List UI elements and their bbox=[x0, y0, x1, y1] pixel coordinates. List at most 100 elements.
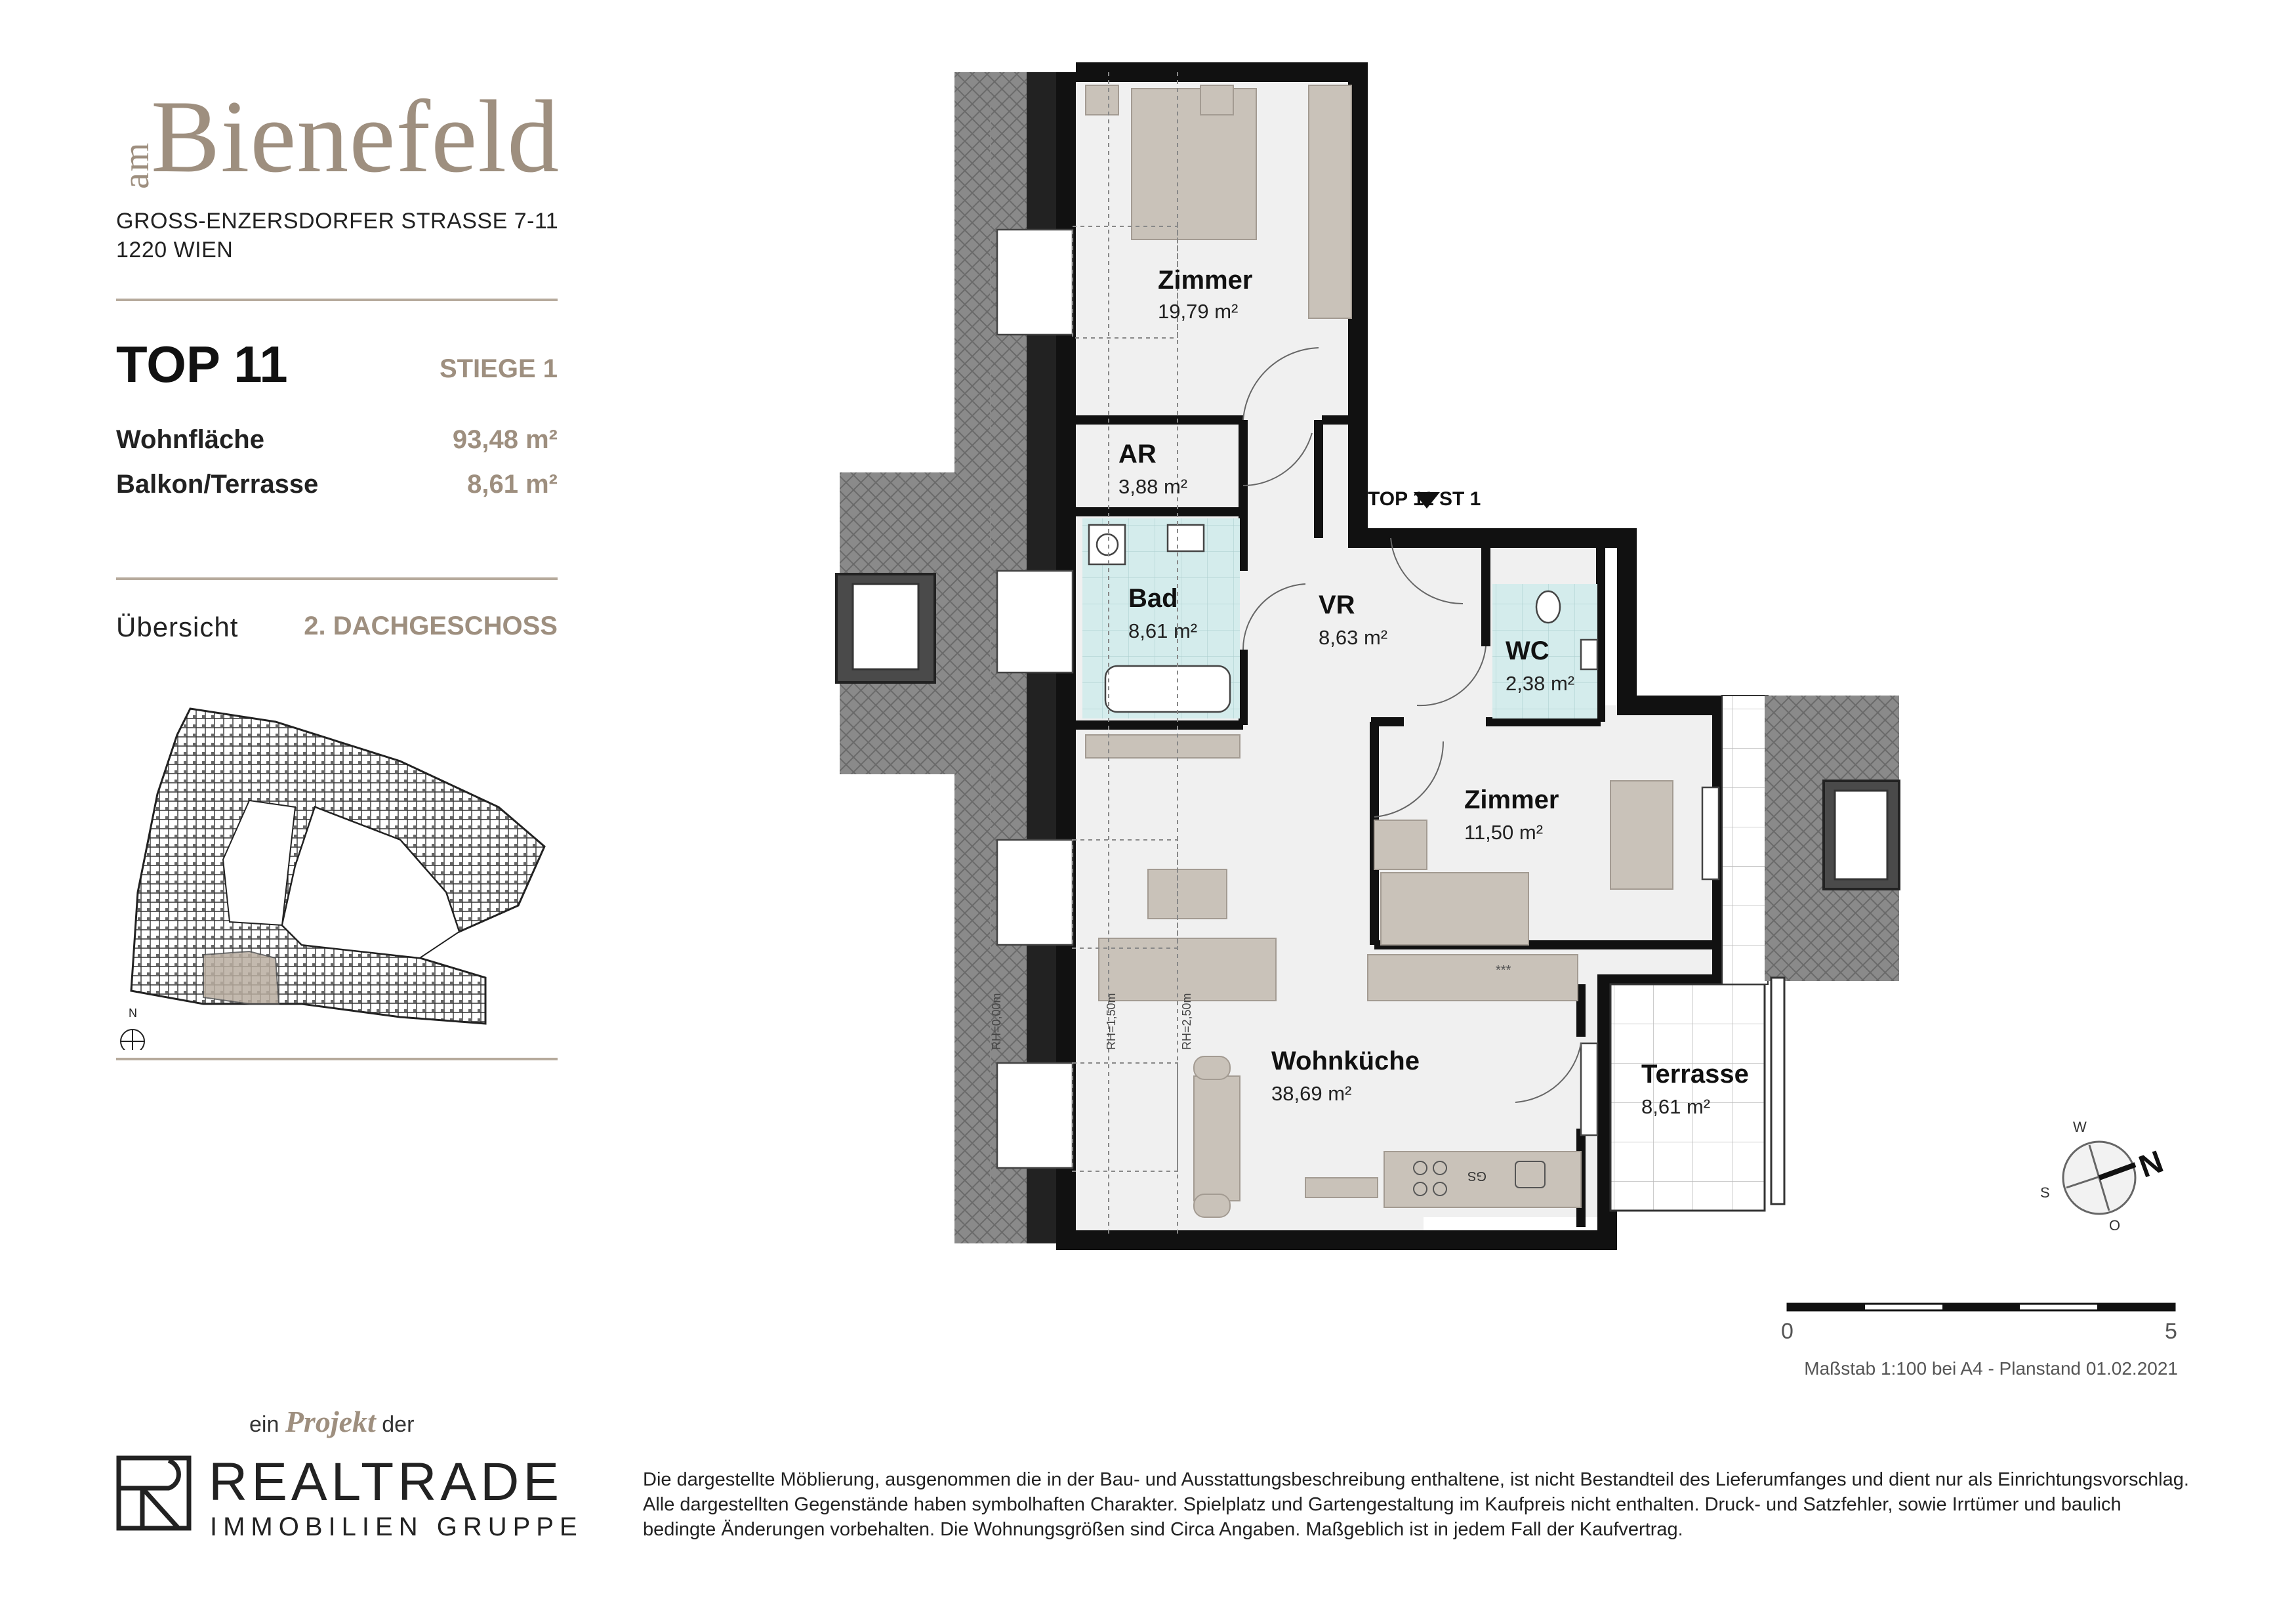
entrance-marker bbox=[1414, 492, 1440, 509]
bed-single bbox=[1380, 872, 1529, 946]
svg-text:AR: AR bbox=[1118, 440, 1157, 468]
svg-text:8,63 m²: 8,63 m² bbox=[1319, 626, 1387, 649]
room-height-label: RH=0,00m bbox=[990, 993, 1003, 1050]
sideboard bbox=[1085, 734, 1240, 759]
disclaimer-text: Die dargestellte Möblierung, ausgenommen… bbox=[643, 1469, 2189, 1540]
skylight-window bbox=[1834, 789, 1889, 881]
balcony-value: 8,61 m² bbox=[467, 470, 558, 499]
window-outline bbox=[1072, 226, 1178, 339]
compass: N W S O bbox=[2040, 1119, 2168, 1234]
chair bbox=[1193, 1056, 1231, 1080]
room-label-zimmer-2: Zimmer 11,50 m² bbox=[1464, 785, 1559, 844]
terrace-floor bbox=[1609, 983, 1766, 1212]
kitchen-counter bbox=[1367, 954, 1578, 1001]
window bbox=[1580, 1042, 1599, 1136]
roof-window bbox=[996, 839, 1074, 946]
divider bbox=[116, 1058, 558, 1060]
room-height-label: RH=2,50m bbox=[1180, 993, 1193, 1050]
room-label-terrasse: Terrasse 8,61 m² bbox=[1641, 1060, 1749, 1118]
compass-east: O bbox=[2109, 1217, 2120, 1234]
address-city: 1220 WIEN bbox=[116, 238, 234, 262]
project-word: Projekt bbox=[285, 1405, 376, 1438]
svg-text:3,88 m²: 3,88 m² bbox=[1118, 475, 1187, 498]
room-label-vr: VR 8,63 m² bbox=[1319, 591, 1387, 649]
address-street: GROSS-ENZERSDORFER STRASSE 7-11 bbox=[116, 209, 559, 234]
svg-text:8,61 m²: 8,61 m² bbox=[1128, 619, 1197, 642]
coffee-table bbox=[1147, 869, 1227, 919]
scale-start: 0 bbox=[1781, 1319, 1794, 1344]
company-subtitle: IMMOBILIEN GRUPPE bbox=[210, 1512, 583, 1541]
svg-text:VR: VR bbox=[1319, 591, 1355, 619]
svg-text:8,61 m²: 8,61 m² bbox=[1641, 1095, 1710, 1118]
entrance-label: TOP 11 ST 1 bbox=[1368, 488, 1481, 510]
room-height-label: RH=1,50m bbox=[1105, 993, 1118, 1050]
divider bbox=[116, 299, 558, 301]
room-label-zimmer-1: Zimmer 19,79 m² bbox=[1158, 266, 1253, 323]
nightstand bbox=[1200, 85, 1234, 115]
overview-label: Übersicht bbox=[116, 612, 239, 642]
company-name: REALTRADE bbox=[209, 1452, 564, 1512]
wc-basin bbox=[1580, 638, 1599, 671]
svg-text:11,50 m²: 11,50 m² bbox=[1464, 821, 1543, 844]
appliance-label: GS bbox=[1467, 1169, 1486, 1183]
room-label-ar: AR 3,88 m² bbox=[1118, 440, 1187, 498]
skylight-window bbox=[851, 583, 920, 671]
stove-icon bbox=[1413, 1161, 1447, 1196]
toilet bbox=[1535, 590, 1561, 624]
living-area-value: 93,48 m² bbox=[452, 425, 558, 454]
svg-text:2,38 m²: 2,38 m² bbox=[1506, 672, 1574, 695]
svg-text:Wohnküche: Wohnküche bbox=[1271, 1047, 1420, 1075]
nightstand bbox=[1085, 85, 1119, 115]
wardrobe bbox=[1308, 85, 1352, 319]
counter-mark: *** bbox=[1496, 963, 1511, 978]
svg-text:19,79 m²: 19,79 m² bbox=[1158, 300, 1238, 323]
compass-north: N bbox=[2135, 1144, 2168, 1185]
bed bbox=[1131, 88, 1257, 240]
railing bbox=[1770, 976, 1786, 1205]
chair bbox=[1193, 1194, 1231, 1218]
room-label-wc: WC 2,38 m² bbox=[1506, 636, 1574, 695]
project-tagline: ein Projekt der bbox=[249, 1404, 414, 1439]
project-suffix: der bbox=[382, 1412, 415, 1437]
balcony-label: Balkon/Terrasse bbox=[116, 470, 319, 499]
desk-chair bbox=[1374, 820, 1427, 870]
divider bbox=[116, 577, 558, 580]
project-prefix: ein bbox=[249, 1412, 279, 1437]
kitchen-counter bbox=[1384, 1151, 1582, 1208]
terrace-floor bbox=[1721, 695, 1769, 985]
svg-text:Zimmer: Zimmer bbox=[1158, 266, 1253, 295]
site-north-label: N bbox=[129, 1007, 137, 1020]
bathtub bbox=[1104, 665, 1231, 713]
desk bbox=[1610, 780, 1673, 890]
svg-text:Zimmer: Zimmer bbox=[1464, 785, 1559, 814]
scale-note: Maßstab 1:100 bei A4 - Planstand 01.02.2… bbox=[1804, 1358, 2178, 1379]
stair-label: STIEGE 1 bbox=[439, 354, 558, 383]
site-plan: N bbox=[120, 707, 546, 1050]
basin bbox=[1096, 533, 1119, 556]
svg-text:Bad: Bad bbox=[1128, 584, 1178, 613]
compass-west: W bbox=[2073, 1119, 2087, 1135]
site-north-arrow bbox=[120, 1029, 145, 1050]
dining-table bbox=[1193, 1075, 1240, 1201]
sofa bbox=[1098, 938, 1277, 1001]
room-label-wohnkueche: Wohnküche 38,69 m² bbox=[1271, 1047, 1420, 1105]
roof-window bbox=[996, 1062, 1074, 1169]
floor-level: 2. DACHGESCHOSS bbox=[304, 612, 558, 640]
room-label-bad: Bad 8,61 m² bbox=[1128, 584, 1197, 642]
door-swings bbox=[1242, 347, 1582, 1103]
roof-window bbox=[996, 228, 1074, 336]
svg-text:38,69 m²: 38,69 m² bbox=[1271, 1082, 1351, 1105]
svg-text:Terrasse: Terrasse bbox=[1641, 1060, 1749, 1089]
living-area-label: Wohnfläche bbox=[116, 425, 264, 454]
realtrade-logo-icon bbox=[116, 1455, 192, 1531]
sink-icon bbox=[1515, 1161, 1546, 1188]
unit-title: TOP 11 bbox=[116, 335, 288, 393]
washbasin bbox=[1166, 524, 1205, 552]
compass-south: S bbox=[2040, 1184, 2050, 1201]
brand-logo: Bienefeld bbox=[151, 79, 560, 194]
roof-window bbox=[996, 570, 1074, 674]
scale-bar: 0 5 bbox=[1781, 1302, 2177, 1344]
kitchen-shelf bbox=[1305, 1177, 1378, 1198]
window bbox=[1701, 786, 1720, 881]
